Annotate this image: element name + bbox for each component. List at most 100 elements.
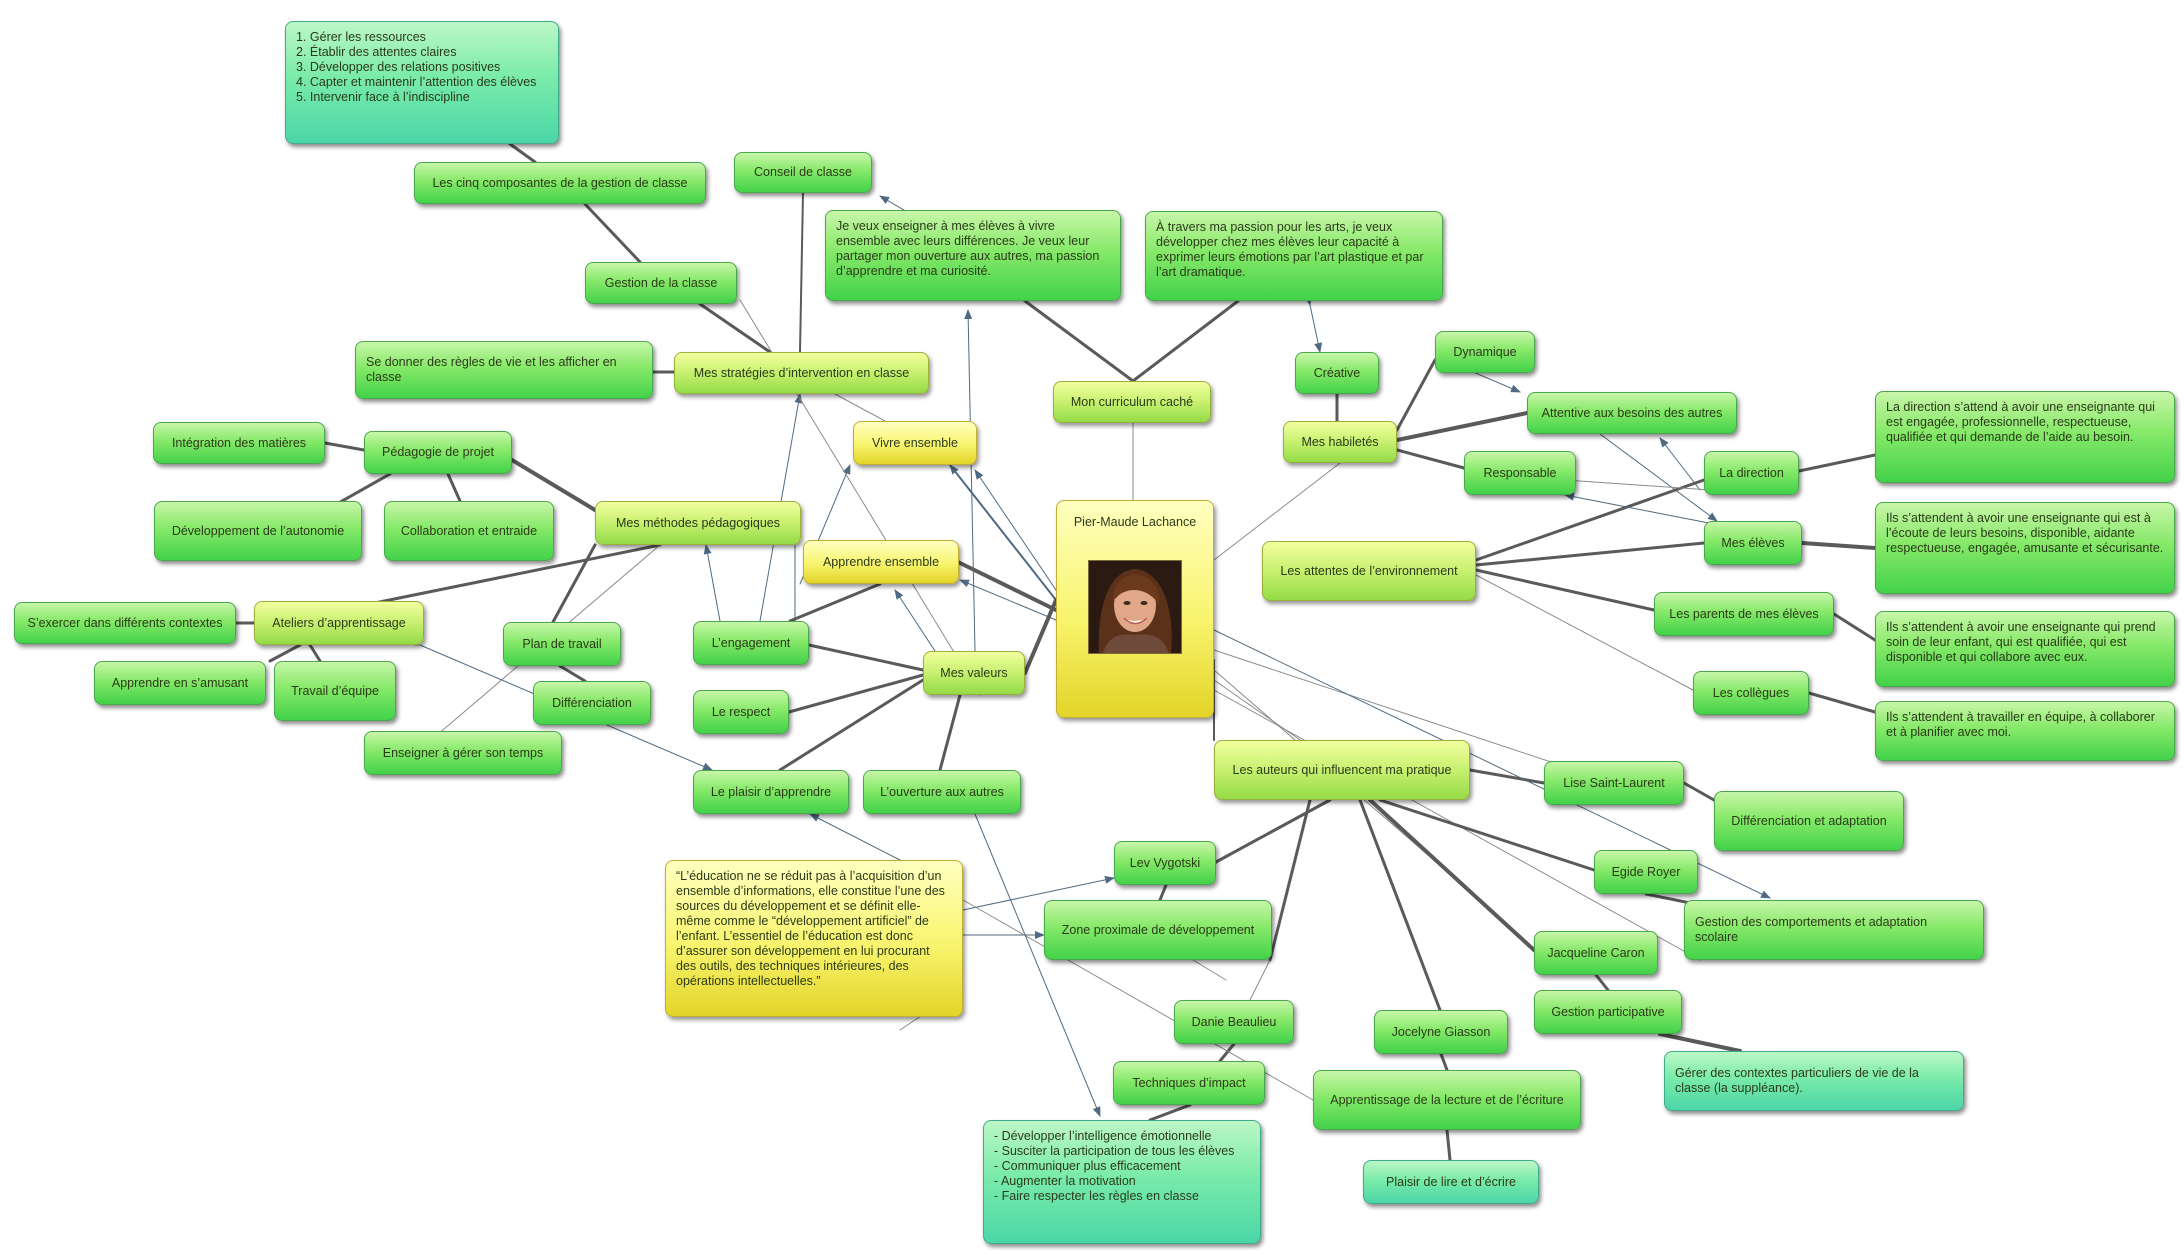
- connector-line: [558, 664, 587, 683]
- node-methodes-pedagogiques[interactable]: Mes méthodes pédagogiques: [595, 501, 801, 545]
- node-responsable[interactable]: Responsable: [1464, 451, 1576, 495]
- node-egide-royer[interactable]: Egide Royer: [1594, 850, 1698, 894]
- connector-line: [1023, 299, 1135, 383]
- node-collaboration-entraide[interactable]: Collaboration et entraide: [384, 501, 554, 561]
- connector-line: [551, 543, 597, 624]
- node-gestion-de-la-classe[interactable]: Gestion de la classe: [585, 262, 737, 304]
- connector-line: [508, 142, 537, 164]
- node-conseil-de-classe[interactable]: Conseil de classe: [734, 152, 872, 193]
- node-techniques-impact-list[interactable]: - Développer l’intelligence émotionnelle…: [983, 1120, 1261, 1244]
- connector-line: [268, 643, 302, 663]
- node-le-respect[interactable]: Le respect: [693, 690, 789, 734]
- central-node[interactable]: Pier-Maude Lachance: [1056, 500, 1214, 718]
- node-vivre-ensemble[interactable]: Vivre ensemble: [853, 421, 977, 465]
- connector-line: [1797, 453, 1877, 473]
- node-engagement[interactable]: L’engagement: [693, 621, 809, 665]
- connector-arrow: [1659, 437, 1701, 491]
- node-attentes-environnement[interactable]: Les attentes de l’environnement: [1262, 541, 1476, 601]
- node-attentive[interactable]: Attentive aux besoins des autres: [1527, 392, 1737, 434]
- connector-arrow: [809, 813, 901, 861]
- node-parents-eleves[interactable]: Les parents de mes élèves: [1654, 592, 1834, 636]
- connector-line: [1395, 448, 1466, 470]
- connector-line: [1268, 798, 1312, 962]
- node-jocelyne-giasson[interactable]: Jocelyne Giasson: [1374, 1010, 1508, 1054]
- connector-line: [1800, 541, 1877, 550]
- connector-line: [1368, 798, 1536, 952]
- connector-line: [308, 643, 322, 663]
- connector-line: [446, 472, 462, 503]
- node-gestion-comportements[interactable]: Gestion des comportements et adaptation …: [1684, 900, 1984, 960]
- node-lise-saint-laurent[interactable]: Lise Saint-Laurent: [1544, 761, 1684, 805]
- node-lev-vygotski[interactable]: Lev Vygotski: [1114, 841, 1216, 885]
- node-gerer-contextes[interactable]: Gérer des contextes particuliers de vie …: [1664, 1051, 1964, 1111]
- connector-line: [1832, 612, 1877, 642]
- connector-line: [1439, 1052, 1449, 1072]
- node-plaisir-apprendre[interactable]: Le plaisir d’apprendre: [693, 770, 849, 814]
- connector-line: [956, 560, 1058, 612]
- node-curriculum-cache[interactable]: Mon curriculum caché: [1053, 381, 1211, 423]
- node-zone-proximale[interactable]: Zone proximale de développement: [1044, 900, 1272, 960]
- node-techniques-impact[interactable]: Techniques d’impact: [1113, 1061, 1265, 1105]
- node-apprendre-en-s-amusant[interactable]: Apprendre en s’amusant: [94, 661, 266, 705]
- portrait-photo-icon: [1088, 560, 1182, 654]
- node-ateliers-apprentissage[interactable]: Ateliers d’apprentissage: [254, 601, 424, 645]
- node-plan-de-travail[interactable]: Plan de travail: [503, 622, 621, 666]
- node-creative[interactable]: Créative: [1295, 352, 1379, 394]
- node-mes-valeurs[interactable]: Mes valeurs: [923, 651, 1025, 695]
- connector-line: [1213, 649, 1561, 766]
- node-dynamique[interactable]: Dynamique: [1435, 331, 1535, 373]
- node-vygotski-quote[interactable]: “L’éducation ne se réduit pas à l’acquis…: [665, 860, 963, 1017]
- connector-line: [1249, 959, 1271, 1001]
- node-lecture-ecriture[interactable]: Apprentissage de la lecture et de l’écri…: [1313, 1070, 1581, 1130]
- node-pedagogie-de-projet[interactable]: Pédagogie de projet: [364, 431, 512, 474]
- connector-arrow: [949, 464, 1057, 601]
- connector-arrow: [703, 544, 721, 622]
- connector-line: [787, 673, 925, 714]
- node-mes-eleves[interactable]: Mes élèves: [1704, 521, 1802, 565]
- node-strategies-intervention[interactable]: Mes stratégies d’intervention en classe: [674, 352, 929, 394]
- node-cinq-composantes[interactable]: Les cinq composantes de la gestion de cl…: [414, 162, 706, 204]
- connector-line: [1378, 798, 1596, 872]
- node-auteurs[interactable]: Les auteurs qui influencent ma pratique: [1214, 740, 1470, 800]
- connector-line: [1158, 883, 1168, 902]
- node-differenciation[interactable]: Différenciation: [533, 681, 651, 725]
- node-parents-text[interactable]: Ils s’attendent à avoir une enseignante …: [1875, 611, 2175, 687]
- connector-line: [323, 441, 366, 452]
- node-plaisir-lire-ecrire[interactable]: Plaisir de lire et d’écrire: [1363, 1160, 1539, 1204]
- node-gestion-participative[interactable]: Gestion participative: [1534, 990, 1682, 1034]
- node-differenciation-adaptation[interactable]: Différenciation et adaptation: [1714, 791, 1904, 851]
- node-developpement-autonomie[interactable]: Développement de l’autonomie: [154, 501, 362, 561]
- gestion-components-list[interactable]: 1. Gérer les ressources 2. Établir des a…: [285, 21, 559, 144]
- connector-line: [1474, 568, 1656, 612]
- node-regles-de-vie[interactable]: Se donner des règles de vie et les affic…: [355, 341, 653, 399]
- connector-arrow: [962, 875, 1115, 911]
- connector-line: [1564, 479, 1711, 491]
- connector-line: [1475, 574, 1694, 691]
- node-integration-matieres[interactable]: Intégration des matières: [153, 422, 325, 464]
- connector-line: [1214, 798, 1332, 864]
- node-eleves-text[interactable]: Ils s’attendent à avoir une enseignante …: [1875, 502, 2175, 594]
- node-arts-text[interactable]: À travers ma passion pour les arts, je v…: [1145, 211, 1443, 301]
- node-vivre-ensemble-text[interactable]: Je veux enseigner à mes élèves à vivre e…: [825, 210, 1121, 301]
- node-direction-text[interactable]: La direction s’attend à avoir une enseig…: [1875, 391, 2175, 483]
- connector-arrow: [1304, 295, 1323, 353]
- node-la-direction[interactable]: La direction: [1704, 451, 1799, 495]
- connector-arrow: [974, 469, 1057, 591]
- node-enseigner-gerer-temps[interactable]: Enseigner à gérer son temps: [364, 731, 562, 775]
- connector-line: [1807, 691, 1877, 714]
- connector-line: [1658, 1032, 1742, 1053]
- node-danie-beaulieu[interactable]: Danie Beaulieu: [1174, 1000, 1294, 1044]
- node-exercer-contextes[interactable]: S’exercer dans différents contextes: [14, 602, 236, 644]
- node-mes-habiletes[interactable]: Mes habiletés: [1283, 421, 1397, 463]
- node-les-collegues[interactable]: Les collègues: [1693, 671, 1809, 715]
- node-apprendre-ensemble[interactable]: Apprendre ensemble: [803, 540, 959, 584]
- connector-line: [1395, 411, 1529, 442]
- connector-line: [1474, 541, 1706, 567]
- connector-line: [1358, 798, 1442, 1012]
- node-jacqueline-caron[interactable]: Jacqueline Caron: [1534, 931, 1658, 975]
- node-ouverture-autres[interactable]: L’ouverture aux autres: [863, 770, 1021, 814]
- node-travail-equipe[interactable]: Travail d’équipe: [274, 661, 396, 721]
- connector-arrow: [959, 579, 1057, 621]
- node-collegues-text[interactable]: Ils s’attendent à travailler en équipe, …: [1875, 701, 2175, 761]
